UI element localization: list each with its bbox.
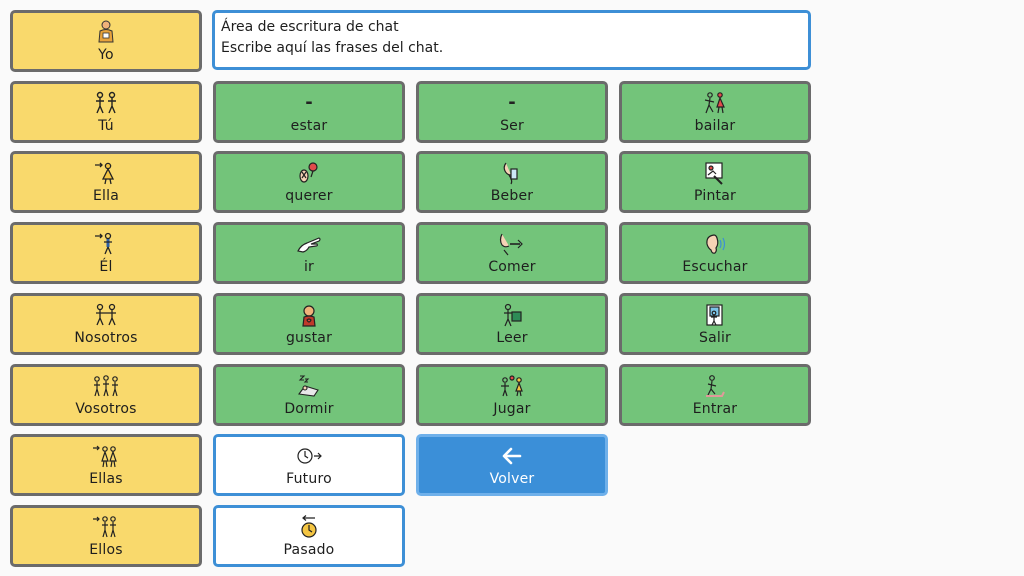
verb-label: Comer [488, 259, 536, 275]
ear-icon [702, 231, 728, 257]
verb-label: Beber [490, 188, 534, 204]
left-arrow-icon [501, 443, 523, 469]
verb-label: bailar [694, 118, 736, 134]
chat-placeholder: Escribe aquí las frases del chat. [221, 40, 444, 56]
tense-futuro-button[interactable]: Futuro [213, 434, 405, 496]
group-three-icon [92, 373, 120, 399]
verb-label: ir [303, 259, 315, 275]
women-icon [92, 443, 120, 469]
verb-ir-button[interactable]: ir [213, 222, 405, 284]
want-icon [296, 160, 322, 186]
tense-label: Futuro [286, 471, 332, 487]
dash-symbol: - [305, 92, 313, 113]
verb-ser-button[interactable]: - Ser [416, 81, 608, 143]
verb-label: estar [290, 118, 328, 134]
pronoun-label: Tú [98, 118, 114, 134]
pronoun-label: Ellos [89, 542, 123, 558]
pronoun-label: Vosotros [75, 401, 137, 417]
verb-label: Escuchar [682, 259, 748, 275]
exit-icon [702, 302, 728, 328]
chat-title: Área de escritura de chat [221, 19, 399, 35]
clock-future-icon [295, 443, 323, 469]
sleep-icon [296, 373, 322, 399]
pronoun-label: Yo [98, 47, 114, 63]
person-icon [95, 19, 117, 45]
eat-icon [498, 231, 526, 257]
like-icon [297, 302, 321, 328]
pronoun-yo-button[interactable]: Yo [10, 10, 202, 72]
verb-gustar-button[interactable]: gustar [213, 293, 405, 355]
verb-label: gustar [285, 330, 333, 346]
pronoun-ellos-button[interactable]: Ellos [10, 505, 202, 567]
verb-label: Entrar [692, 401, 738, 417]
pronoun-vosotros-button[interactable]: Vosotros [10, 364, 202, 426]
pointing-hand-icon [295, 231, 323, 257]
verb-label: Salir [698, 330, 731, 346]
woman-pointing-icon [93, 160, 119, 186]
back-button[interactable]: Volver [416, 434, 608, 496]
verb-jugar-button[interactable]: Jugar [416, 364, 608, 426]
enter-icon [702, 373, 728, 399]
pronoun-ellas-button[interactable]: Ellas [10, 434, 202, 496]
verb-querer-button[interactable]: querer [213, 151, 405, 213]
pronoun-label: Nosotros [74, 330, 138, 346]
pronoun-label: Él [99, 259, 113, 275]
pronoun-ella-button[interactable]: Ella [10, 151, 202, 213]
verb-estar-button[interactable]: - estar [213, 81, 405, 143]
clock-past-icon [297, 514, 321, 540]
verb-leer-button[interactable]: Leer [416, 293, 608, 355]
verb-comer-button[interactable]: Comer [416, 222, 608, 284]
pronoun-tu-button[interactable]: Tú [10, 81, 202, 143]
group-icon [93, 302, 119, 328]
verb-label: Dormir [284, 401, 334, 417]
paint-icon [702, 160, 728, 186]
verb-beber-button[interactable]: Beber [416, 151, 608, 213]
men-icon [92, 514, 120, 540]
verb-dormir-button[interactable]: Dormir [213, 364, 405, 426]
read-icon [499, 302, 525, 328]
two-people-icon [93, 90, 119, 116]
pronoun-nosotros-button[interactable]: Nosotros [10, 293, 202, 355]
play-icon [498, 373, 526, 399]
pronoun-label: Ellas [89, 471, 123, 487]
tense-pasado-button[interactable]: Pasado [213, 505, 405, 567]
verb-bailar-button[interactable]: bailar [619, 81, 811, 143]
verb-label: Pintar [694, 188, 736, 204]
pronoun-label: Ella [92, 188, 119, 204]
dance-icon [702, 90, 728, 116]
chat-writing-area[interactable]: Área de escritura de chat Escribe aquí l… [212, 10, 811, 70]
tense-label: Pasado [283, 542, 335, 558]
verb-pintar-button[interactable]: Pintar [619, 151, 811, 213]
back-label: Volver [489, 471, 535, 487]
dash-symbol: - [508, 92, 516, 113]
verb-salir-button[interactable]: Salir [619, 293, 811, 355]
verb-label: Jugar [493, 401, 531, 417]
verb-entrar-button[interactable]: Entrar [619, 364, 811, 426]
drink-icon [499, 160, 525, 186]
pronoun-el-button[interactable]: Él [10, 222, 202, 284]
verb-escuchar-button[interactable]: Escuchar [619, 222, 811, 284]
verb-label: querer [285, 188, 333, 204]
verb-label: Leer [496, 330, 528, 346]
man-pointing-icon [93, 231, 119, 257]
verb-label: Ser [500, 118, 524, 134]
